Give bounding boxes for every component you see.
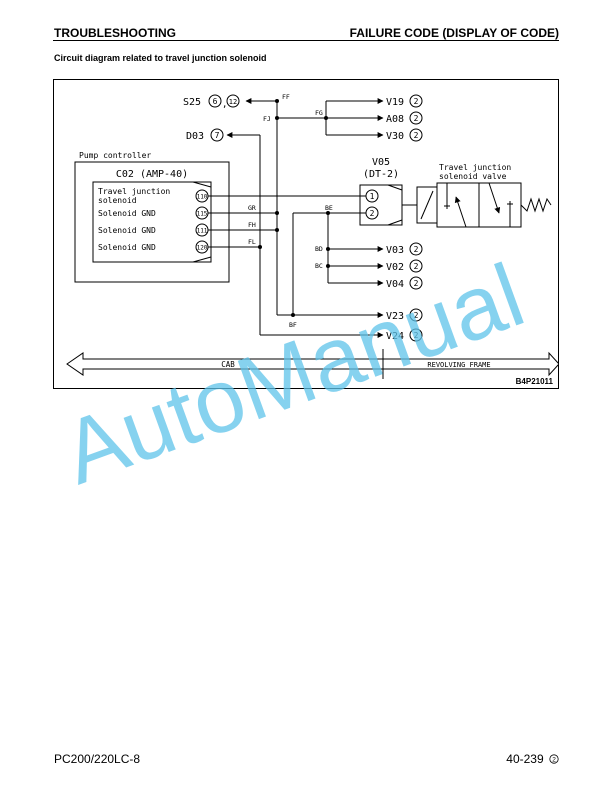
v05-pin-2: 2 — [370, 209, 375, 218]
circuit-diagram: Pump controller C02 (AMP-40) Travel junc… — [53, 79, 559, 389]
pin-115-label: Solenoid GND — [98, 209, 156, 218]
wire-label-fh: FH — [248, 221, 256, 229]
wire-label-fj: FJ — [263, 115, 271, 123]
pin-111-number: 111 — [197, 228, 208, 235]
d03-label: D03 — [186, 131, 204, 142]
pin-110-label-2: solenoid — [98, 196, 137, 205]
a08-pin: 2 — [414, 114, 419, 123]
pin-110-label: Travel junction — [98, 187, 170, 196]
pin-120-number: 120 — [197, 245, 208, 252]
pin-111-label: Solenoid GND — [98, 226, 156, 235]
c02-junctions — [258, 211, 330, 317]
wire-label-ff: FF — [282, 93, 290, 101]
page-number-text: 40-239 — [506, 752, 544, 766]
pump-controller-label: Pump controller — [79, 151, 151, 160]
v02-label: V02 — [386, 262, 404, 273]
valve-label-line2: solenoid valve — [439, 172, 507, 181]
revolving-frame-label: REVOLVING FRAME — [427, 361, 490, 369]
right-connector-list: V19 2 A08 2 V30 2 V03 2 V02 2 V04 2 V23 … — [386, 94, 423, 342]
v05-label: V05 — [372, 157, 390, 168]
v04-pin: 2 — [414, 279, 419, 288]
wire-label-bd: BD — [315, 245, 323, 253]
v24-pin: 2 — [414, 331, 419, 340]
failure-code-title: FAILURE CODE (DISPLAY OF CODE) — [349, 26, 559, 40]
s25-sep: , — [222, 100, 227, 110]
cab-label: CAB — [221, 360, 235, 369]
v23-pin: 2 — [414, 311, 419, 320]
top-junctions — [275, 99, 328, 120]
v02-pin: 2 — [414, 262, 419, 271]
v05-connector-box — [359, 184, 403, 226]
header-rule — [53, 40, 559, 41]
page-number: 40-239 2 — [506, 752, 559, 766]
v04-label: V04 — [386, 279, 404, 290]
model-number: PC200/220LC-8 — [54, 752, 141, 766]
s25-pin-a-circle — [208, 94, 222, 108]
valve-label-line1: Travel junction — [439, 163, 511, 172]
v23-label: V23 — [386, 311, 404, 322]
solenoid-valve-symbol — [416, 182, 552, 228]
v03-label: V03 — [386, 245, 404, 256]
s25-pin-b-circle — [226, 94, 240, 108]
pump-controller-box — [74, 161, 230, 283]
d03-pin: 7 — [215, 131, 220, 140]
c02-wiring — [208, 195, 384, 338]
v19-label: V19 — [386, 97, 404, 108]
wire-labels: FF FJ FG GR FH FL BE BD BC BF — [248, 93, 333, 329]
wire-label-fl: FL — [248, 238, 256, 246]
connector-c02-title: C02 (AMP-40) — [116, 169, 188, 180]
s25-label: S25 — [183, 97, 201, 108]
v05-pins — [365, 189, 379, 220]
a08-label: A08 — [386, 114, 404, 125]
v05-connector-shape — [387, 184, 403, 226]
v24-label: V24 — [386, 331, 404, 342]
d03-pin-circle — [210, 128, 224, 142]
wire-label-fg: FG — [315, 109, 323, 117]
diagram-caption: Circuit diagram related to travel juncti… — [54, 53, 267, 63]
revision-mark: 2 — [549, 754, 559, 764]
wire-label-be: BE — [325, 204, 333, 212]
v03-pin: 2 — [414, 245, 419, 254]
wire-label-bc: BC — [315, 262, 323, 270]
connector-c02-shape — [192, 181, 212, 263]
wire-label-bf: BF — [289, 321, 297, 329]
figure-code: B4P21011 — [516, 377, 554, 386]
s25-pin-a: 6 — [213, 97, 218, 106]
revision-number: 2 — [552, 756, 556, 763]
v30-pin: 2 — [414, 131, 419, 140]
s25-pin-b: 12 — [229, 98, 237, 106]
figure-frame — [53, 79, 559, 389]
cab-frame-arrow — [66, 349, 559, 379]
pin-115-number: 115 — [197, 211, 208, 218]
v05-type: (DT-2) — [363, 169, 399, 180]
top-wiring — [226, 98, 384, 335]
v30-label: V30 — [386, 131, 404, 142]
section-title: TROUBLESHOOTING — [54, 26, 176, 40]
v19-pin: 2 — [414, 97, 419, 106]
wire-label-gr: GR — [248, 204, 256, 212]
pin-110-number: 110 — [197, 194, 208, 201]
pin-120-label: Solenoid GND — [98, 243, 156, 252]
v05-pin-1: 1 — [370, 192, 375, 201]
